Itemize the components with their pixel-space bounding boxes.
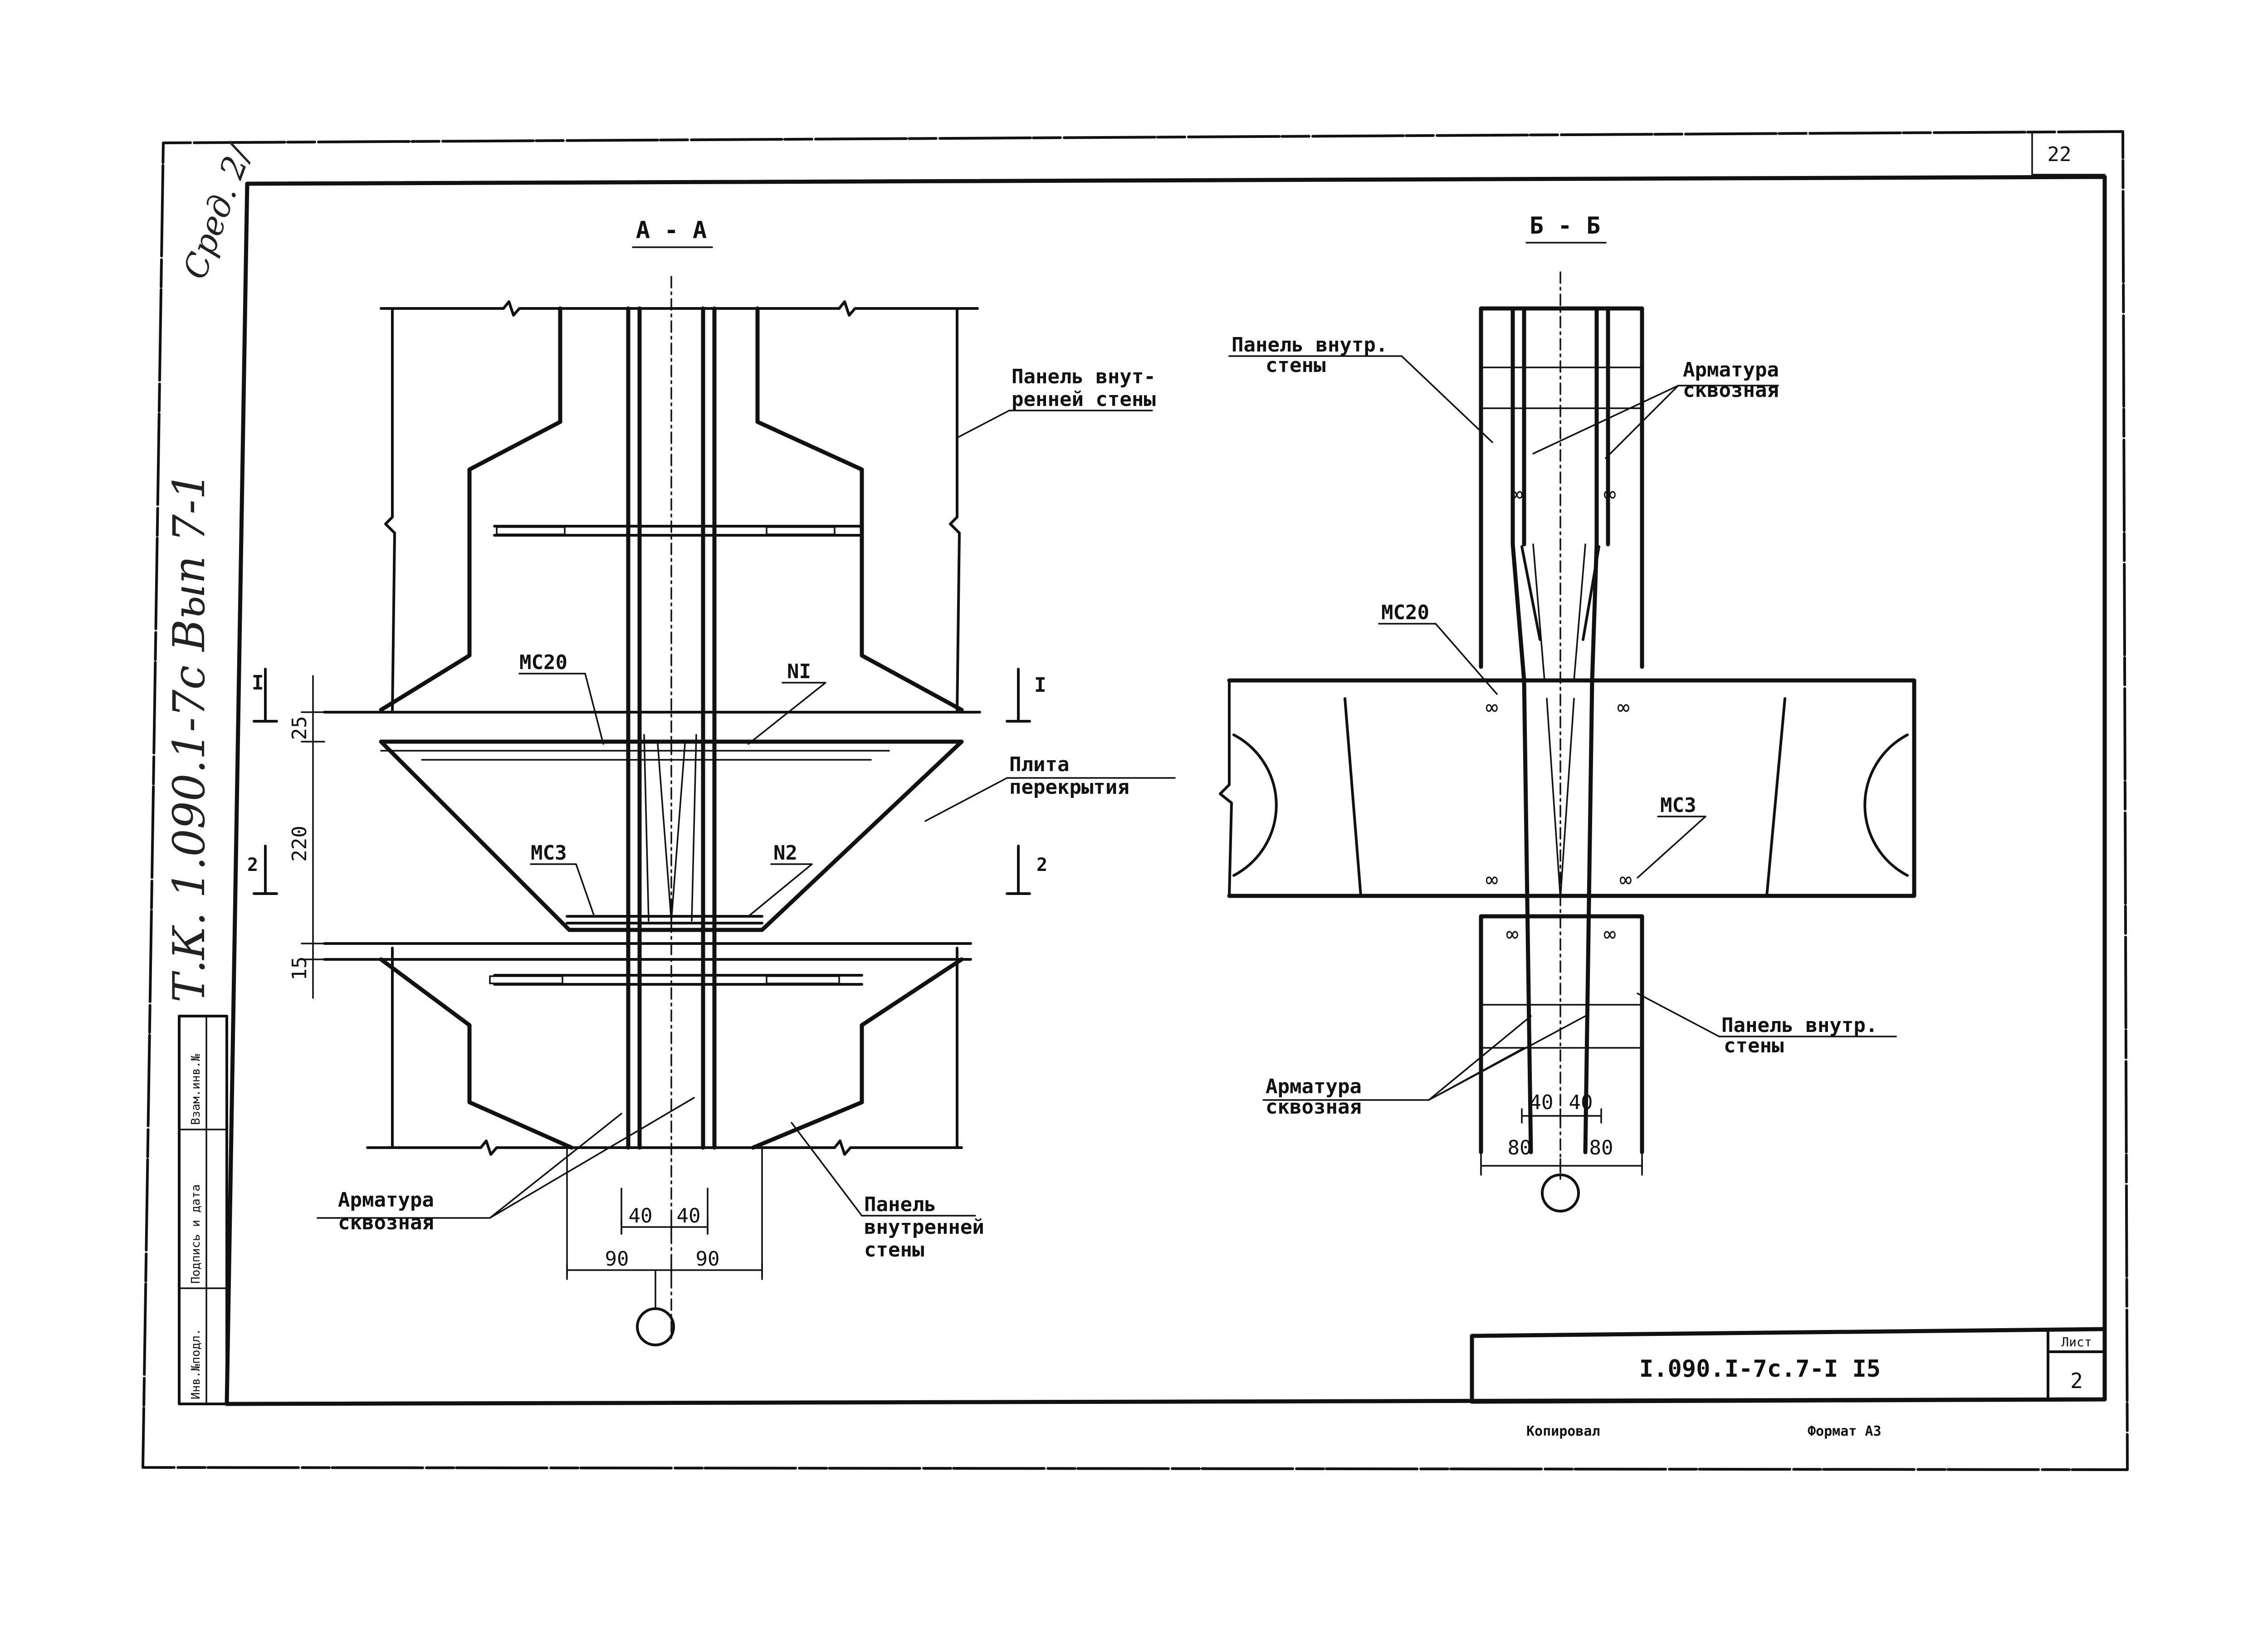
cut-a1-left: I — [252, 671, 264, 694]
side-handwritten-code: Т.К. 1.090.1-7с Вып 7-1 — [164, 472, 215, 1002]
b-upper-panel — [1479, 306, 1644, 669]
label-a-slab-2: перекрытия — [1009, 776, 1129, 799]
b-loop-4: ∞ — [1617, 695, 1630, 719]
cut-a1-right: I — [1034, 674, 1046, 697]
b-slab — [1227, 678, 1916, 898]
label-b-panel-bot-1: Панель внутр. — [1721, 1014, 1877, 1037]
label-a-rebar-2: сквозная — [338, 1211, 434, 1234]
section-b-b: Б - Б ∞ ∞ ∞ ∞ ∞ ∞ ∞ ∞ Панель внутр. ст — [1219, 212, 1916, 1213]
b-loop-3: ∞ — [1486, 695, 1498, 719]
stamp-cell-inv: Инв.№подл. — [189, 1328, 203, 1399]
b-loop-5: ∞ — [1486, 867, 1498, 892]
footer-copied: Копировал — [1526, 1423, 1600, 1439]
label-b-rebar-bot-2: сквозная — [1266, 1095, 1362, 1119]
dim-a-15: 15 — [288, 957, 311, 981]
label-b-rebar-bot-1: Арматура — [1266, 1075, 1362, 1098]
dim-b-40-left: 40 — [1530, 1091, 1554, 1114]
page-number: 22 — [2048, 143, 2072, 166]
label-a-panel-top-1: Панель внут- — [1012, 365, 1156, 388]
sheet-number: 2 — [2070, 1369, 2083, 1393]
cut-a2-right: 2 — [1036, 855, 1047, 875]
label-b-panel-bot-2: стены — [1724, 1034, 1784, 1057]
dim-a-220: 220 — [288, 826, 311, 861]
title-block: I.090.I-7c.7-I I5 Лист 2 Копировал Форма… — [1470, 1327, 2107, 1439]
label-a-rebar-1: Арматура — [338, 1188, 434, 1212]
b-loop-8: ∞ — [1603, 922, 1616, 946]
label-b-panel-top-1: Панель внутр. — [1232, 333, 1388, 357]
label-a-panel-bot-1: Панель — [864, 1193, 936, 1216]
label-a-mc20: МС20 — [519, 651, 567, 674]
rebar-right — [701, 306, 717, 1150]
b-loop-2: ∞ — [1603, 482, 1616, 506]
doc-code: I.090.I-7c.7-I I5 — [1639, 1355, 1881, 1383]
cut-a2-left: 2 — [247, 855, 258, 875]
label-a-panel-top-2: ренней стены — [1012, 388, 1156, 411]
dim-b-80-right: 80 — [1589, 1136, 1613, 1159]
sheet-label: Лист — [2061, 1335, 2092, 1349]
dim-b-40-right: 40 — [1569, 1091, 1593, 1114]
slab-outline — [379, 739, 964, 932]
label-a-panel-bot-2: внутренней — [864, 1216, 984, 1239]
dim-b-80-left: 80 — [1508, 1136, 1532, 1159]
stamp-cell-sign: Подпись и дата — [189, 1184, 203, 1284]
dim-a-25: 25 — [288, 716, 311, 740]
footer-format: Формат А3 — [1808, 1423, 1882, 1439]
label-b-mc20: МС20 — [1381, 601, 1429, 624]
label-a-slab-1: Плита — [1009, 753, 1069, 776]
rebar-left — [626, 306, 642, 1150]
section-a-a: А - А Па — [247, 217, 1176, 1346]
label-a-mc3: МС3 — [531, 841, 567, 865]
dim-a-90-left: 90 — [605, 1247, 629, 1271]
b-loop-6: ∞ — [1619, 867, 1632, 892]
b-loop-7: ∞ — [1506, 922, 1519, 946]
section-a-title: А - А — [636, 217, 707, 244]
section-b-title: Б - Б — [1530, 212, 1601, 240]
label-b-panel-top-2: стены — [1266, 354, 1325, 377]
b-loop-1: ∞ — [1510, 482, 1523, 506]
label-a-n1: NI — [787, 660, 811, 683]
label-a-panel-bot-3: стены — [864, 1238, 924, 1261]
label-b-rebar-top-1: Арматура — [1683, 358, 1779, 381]
label-b-rebar-top-2: сквозная — [1683, 379, 1779, 402]
b-lower-panel — [1479, 914, 1644, 1154]
dim-a-40-left: 40 — [629, 1204, 653, 1227]
label-b-mc3: МС3 — [1660, 794, 1696, 817]
label-a-n2: N2 — [773, 841, 797, 865]
dim-a-90-right: 90 — [696, 1247, 720, 1271]
lower-panel-outline — [379, 957, 574, 1150]
dim-a-40-right: 40 — [677, 1204, 701, 1227]
stamp-cell-replace: Взам.инв.№ — [189, 1054, 203, 1125]
upper-panel-outline — [379, 306, 562, 712]
